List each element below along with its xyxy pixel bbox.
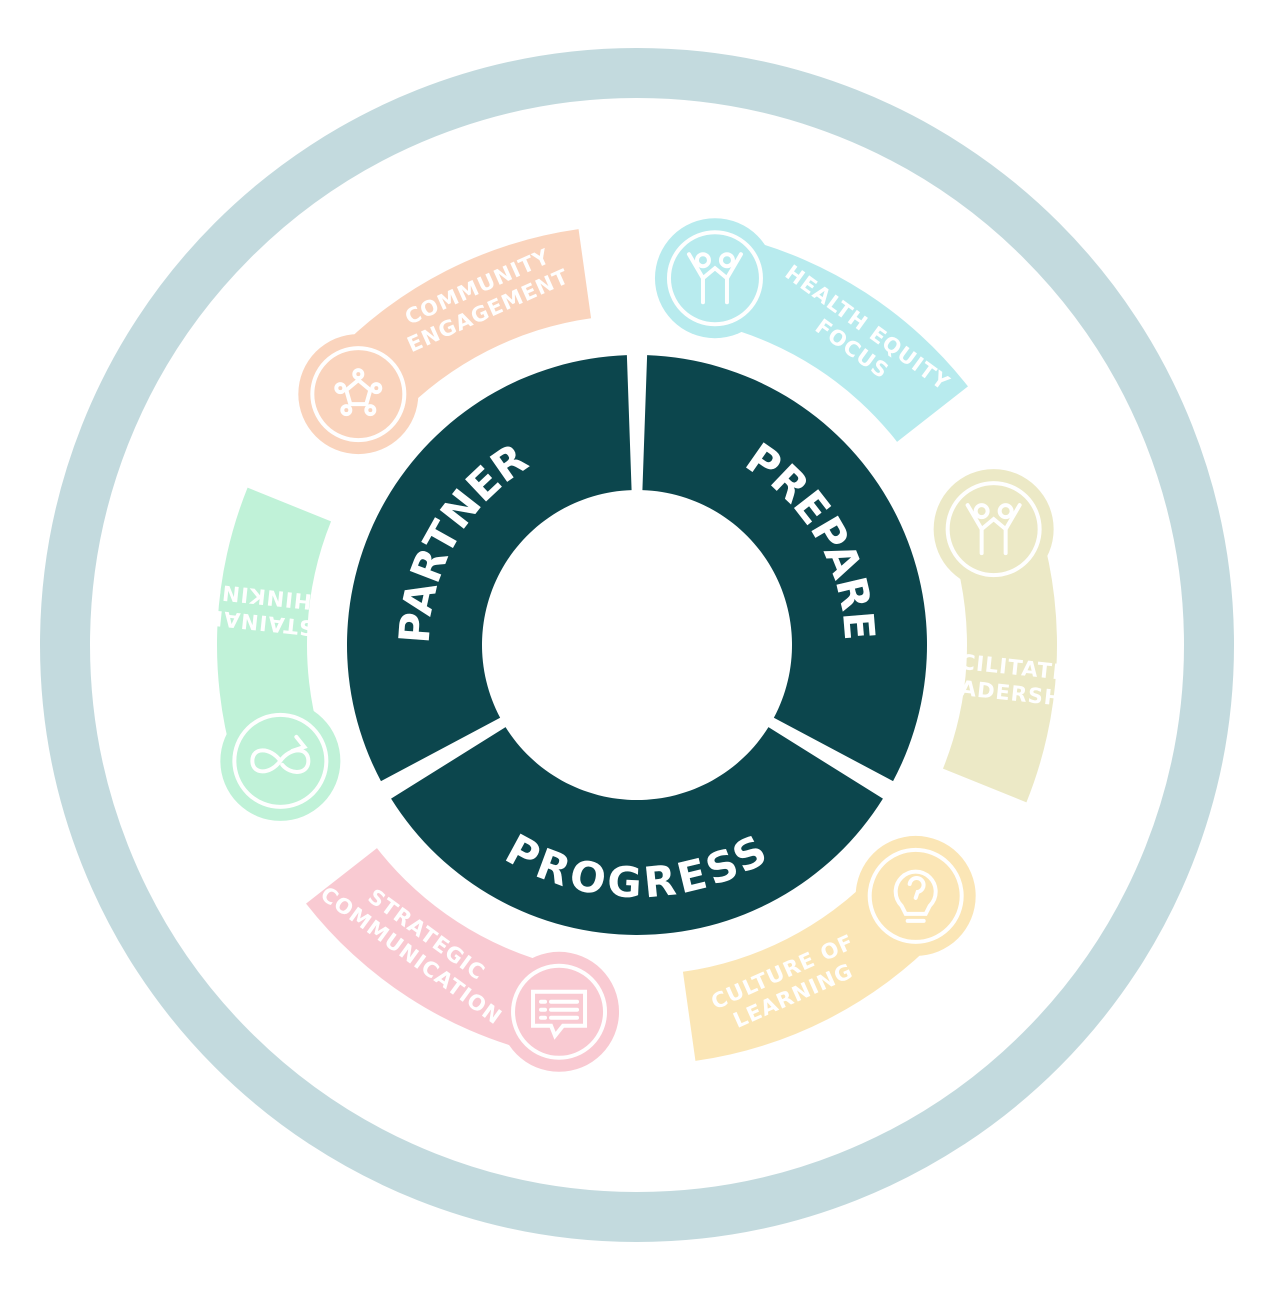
pillar-icon-badge xyxy=(499,951,620,1072)
pillar-icon-ring xyxy=(666,230,763,327)
pillar-band xyxy=(216,487,332,761)
outer-context-ring xyxy=(40,48,1234,1242)
pillars-ring: HEALTH EQUITYFOCUSFACILITATIVELEADERSHIP… xyxy=(175,218,1095,1072)
chat-bubble-list-icon xyxy=(531,989,588,1040)
pillar-icon-ring xyxy=(232,712,329,809)
infinity-arrow-icon xyxy=(250,734,311,774)
pillar-icon-badge xyxy=(654,218,775,339)
core-segment-shape xyxy=(391,727,883,935)
core-segment-shape xyxy=(642,355,928,782)
pillar-icon-ring xyxy=(310,346,407,443)
people-network-icon xyxy=(334,368,383,417)
people-raised-arms-icon xyxy=(686,252,743,305)
pillar-icon-ring xyxy=(511,963,608,1060)
core-segment-shape xyxy=(346,355,632,782)
pillar-icon-badge xyxy=(298,334,419,455)
pillar-band xyxy=(942,529,1057,803)
pillar-band xyxy=(306,848,558,1053)
pillar-icon-ring xyxy=(867,847,964,944)
pillar-band xyxy=(716,237,968,442)
pillar-icon-badge xyxy=(933,469,1054,590)
pillar-icon-ring xyxy=(945,481,1042,578)
people-cheer-icon xyxy=(965,503,1022,556)
core-segment-progress: PROGRESS xyxy=(391,727,883,935)
lightbulb-question-icon xyxy=(893,869,938,923)
